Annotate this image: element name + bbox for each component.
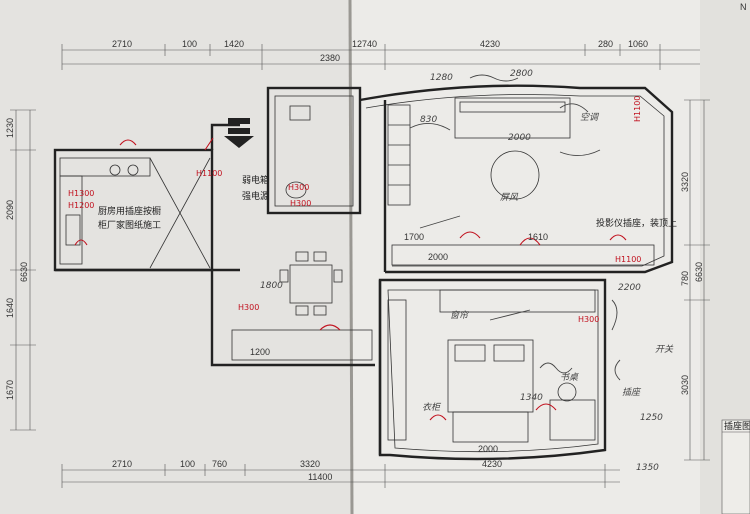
outlet-code-4: H1100 <box>196 169 222 178</box>
outlet-code-9: H1100 <box>633 96 642 122</box>
hand-note-2: 1280 <box>430 73 453 83</box>
outlet-code-8: H1100 <box>615 255 641 264</box>
left-dimensions: 1230 2090 6630 1640 1670 <box>5 118 29 400</box>
strong-box-label: 强电源 <box>242 190 269 202</box>
dining-table <box>289 264 333 304</box>
book-fold <box>348 0 354 514</box>
dim-inner-2: 1610 <box>528 232 548 242</box>
dim-left-3: 6630 <box>19 262 29 282</box>
hand-note-6: 2200 <box>618 283 641 293</box>
room-labels: 弱电箱 强电源 厨房用插座按橱 柜厂家图纸施工 投影仪插座，装顶上 <box>98 174 677 231</box>
handwritten-marks <box>409 74 621 381</box>
dim-bottom-2: 100 <box>180 459 195 469</box>
red-annotations <box>74 137 627 421</box>
dim-top-7: 1060 <box>628 39 648 49</box>
kitchen-note-2: 柜厂家图纸施工 <box>98 219 161 231</box>
weak-box-label: 弱电箱 <box>242 174 269 186</box>
dim-inner-5: 2000 <box>428 252 448 262</box>
walls <box>53 84 674 461</box>
dim-top-8: 2380 <box>320 53 340 63</box>
dim-inner-1: 1700 <box>404 232 424 242</box>
dim-top-3: 1420 <box>224 39 244 49</box>
top-dimensions: 2710 100 1420 12740 4230 280 1060 2380 <box>112 39 648 63</box>
hand-note-4: 2000 <box>508 133 531 143</box>
dim-top-5: 4230 <box>480 39 500 49</box>
dim-top-4: 12740 <box>352 39 377 49</box>
bottom-dimensions: 2710 100 760 3320 4230 11400 <box>112 459 502 482</box>
dim-bottom-3: 760 <box>212 459 227 469</box>
dim-top-2: 100 <box>182 39 197 49</box>
outlet-code-7: H300 <box>288 183 309 192</box>
right-page <box>350 0 750 514</box>
dim-right-4: 3030 <box>680 375 690 395</box>
dim-left-2: 2090 <box>5 200 15 220</box>
dim-left-1: 1230 <box>5 118 15 138</box>
kitchen-note-1: 厨房用插座按橱 <box>98 205 161 217</box>
dim-bottom-6: 11400 <box>308 472 332 482</box>
outlet-code-6: H300 <box>578 315 599 324</box>
hand-note-15: 1800 <box>260 281 283 291</box>
hand-note-5: 1340 <box>520 393 543 403</box>
outlet-code-3: H300 <box>290 199 311 208</box>
left-page <box>0 0 352 514</box>
right-dimensions: 3320 780 6630 3030 <box>680 172 704 395</box>
left-dimension-lines <box>10 109 36 431</box>
corner-text: N <box>740 2 747 12</box>
dim-top-6: 280 <box>598 39 613 49</box>
hand-note-12: 书桌 <box>560 372 579 383</box>
outlet-code-1: H1300 <box>68 189 94 198</box>
outlet-code-5: H300 <box>238 303 259 312</box>
right-dimension-lines <box>684 99 710 461</box>
top-dimension-lines <box>61 44 700 70</box>
hand-note-11: 衣柜 <box>422 402 442 413</box>
hand-note-7: 1250 <box>640 413 663 423</box>
outlet-code-2: H1200 <box>68 201 94 210</box>
dim-inner-3: 2000 <box>478 444 498 454</box>
entry-arrow-icon <box>224 118 254 148</box>
dim-bottom-5: 4230 <box>482 459 502 469</box>
legend: 插座图例 <box>721 419 750 514</box>
dim-right-3: 6630 <box>694 262 704 282</box>
dim-right-2: 780 <box>680 271 690 286</box>
projector-note: 投影仪插座，装顶上 <box>596 217 677 229</box>
hand-note-14: 插座 <box>622 387 642 398</box>
hand-note-9: 空调 <box>580 112 600 123</box>
dim-left-5: 1670 <box>5 380 15 400</box>
hand-note-8: 开关 <box>655 344 674 355</box>
hand-note-10: 屏风 <box>500 192 519 203</box>
dim-bottom-1: 2710 <box>112 459 132 469</box>
dim-top-1: 2710 <box>112 39 132 49</box>
outlet-codes: H1300 H1200 H300 H1100 H300 H300 H300 H1… <box>68 96 642 324</box>
hand-note-13: 窗帘 <box>450 310 470 321</box>
dim-bottom-4: 3320 <box>300 459 320 469</box>
bottom-dimension-lines <box>61 464 620 488</box>
hand-note-3: 830 <box>420 115 437 125</box>
dim-inner-4: 1200 <box>250 347 270 357</box>
handwriting-notes: 2800 1280 830 2000 1340 2200 1250 开关 空调 … <box>260 69 674 473</box>
furniture <box>59 97 655 443</box>
inner-dimensions: 1700 1610 2000 1200 2000 <box>250 232 548 454</box>
sofa <box>454 97 571 139</box>
coffee-table <box>490 150 540 200</box>
dim-left-4: 1640 <box>5 298 15 318</box>
hand-note-16: 1350 <box>636 463 659 473</box>
hand-note-1: 2800 <box>510 69 533 79</box>
legend-title: 插座图例 <box>724 420 750 432</box>
dim-right-1: 3320 <box>680 172 690 192</box>
